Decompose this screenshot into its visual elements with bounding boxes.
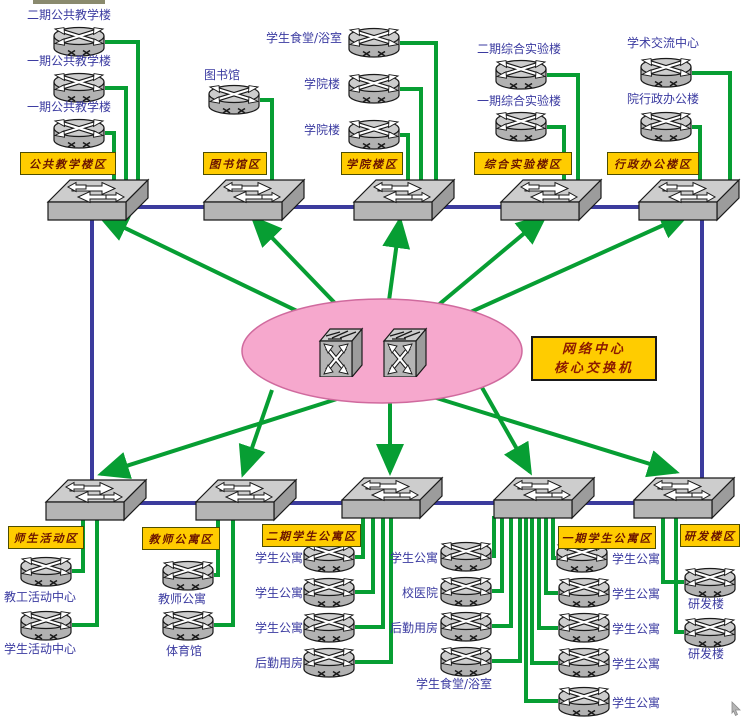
zone-label-public-teaching: 公共教学楼区: [20, 152, 116, 175]
zone-switch-teacher-apartment-icon: [190, 476, 300, 522]
router-icon: [53, 118, 105, 150]
building-label: 学生公寓: [254, 586, 303, 600]
router-icon: [303, 612, 355, 644]
router-icon: [558, 577, 610, 609]
zone-label-student-apartment-1: 一期学生公寓区: [558, 526, 656, 549]
zone-label-college: 学院楼区: [341, 152, 403, 175]
router-icon: [440, 646, 492, 678]
zone-switch-rnd-icon: [628, 474, 738, 520]
building-label: 学生公寓: [612, 696, 661, 710]
router-icon: [684, 617, 736, 649]
building-label: 院行政办公楼: [627, 92, 700, 106]
building-label: 学生食堂/浴室: [416, 677, 493, 691]
zone-switch-library-icon: [198, 176, 308, 222]
zone-label-student-apartment-2: 二期学生公寓区: [262, 524, 361, 547]
router-icon: [348, 73, 400, 105]
zone-label-library: 图书馆区: [203, 152, 267, 175]
building-label: 研发楼: [688, 597, 725, 611]
router-icon: [640, 111, 692, 143]
router-icon: [303, 577, 355, 609]
router-icon: [440, 541, 492, 573]
router-icon: [440, 611, 492, 643]
building-label: 教工活动中心: [4, 590, 77, 604]
zone-switch-lab-icon: [495, 176, 605, 222]
router-icon: [162, 560, 214, 592]
zone-switch-admin-icon: [633, 176, 743, 222]
building-label: 学生公寓: [254, 551, 303, 565]
router-icon: [558, 686, 610, 718]
router-icon: [495, 59, 547, 91]
zone-label-admin: 行政办公楼区: [607, 152, 699, 175]
cursor-artifact: [731, 701, 741, 717]
router-icon: [684, 567, 736, 599]
router-icon: [348, 119, 400, 151]
router-icon: [20, 556, 72, 588]
zone-label-teacher-apartment: 教师公寓区: [142, 527, 220, 550]
router-icon: [440, 576, 492, 608]
zone-label-rnd: 研发楼区: [680, 524, 740, 547]
router-icon: [640, 57, 692, 89]
building-label: 后勤用房: [390, 621, 439, 635]
router-icon: [495, 111, 547, 143]
core-switch-subtitle: 核心交换机: [553, 361, 634, 376]
cropped-artifact: [33, 0, 105, 4]
router-icon: [348, 27, 400, 59]
zone-switch-student-apartment-1-icon: [488, 474, 598, 520]
building-label: 一期综合实验楼: [477, 94, 562, 108]
building-label: 学生活动中心: [4, 642, 77, 656]
router-icon: [303, 647, 355, 679]
building-label: 学院楼: [304, 77, 341, 91]
building-label: 图书馆: [204, 68, 241, 82]
building-label: 学术交流中心: [627, 36, 700, 50]
building-label: 学生食堂/浴室: [266, 31, 343, 45]
router-icon: [162, 610, 214, 642]
building-label: 一期公共教学楼: [27, 54, 112, 68]
building-label: 校医院: [401, 586, 438, 600]
core-switch-title: 网络中心: [561, 342, 626, 357]
router-icon: [20, 610, 72, 642]
core-switch-label: 网络中心 核心交换机: [531, 336, 657, 381]
building-label: 学生公寓: [612, 587, 661, 601]
building-label: 学生公寓: [612, 552, 661, 566]
building-label: 后勤用房: [254, 656, 303, 670]
router-icon: [208, 84, 260, 116]
network-center-ellipse: [241, 298, 523, 404]
building-label: 学生公寓: [612, 657, 661, 671]
building-label: 一期公共教学楼: [27, 100, 112, 114]
building-label: 研发楼: [688, 647, 725, 661]
core-switch-icon: [382, 327, 428, 377]
core-switch-icon: [318, 327, 364, 377]
building-label: 二期综合实验楼: [477, 42, 562, 56]
access-green-links: [72, 40, 732, 703]
zone-switch-college-icon: [348, 176, 458, 222]
zone-switch-activity-icon: [40, 476, 150, 522]
building-label: 学生公寓: [612, 622, 661, 636]
router-icon: [558, 612, 610, 644]
router-icon: [558, 647, 610, 679]
zone-switch-student-apartment-2-icon: [336, 474, 446, 520]
building-label: 体育馆: [166, 644, 203, 658]
building-label: 教师公寓: [158, 592, 207, 606]
building-label: 学院楼: [304, 123, 341, 137]
building-label: 二期公共教学楼: [27, 8, 112, 22]
zone-label-lab: 综合实验楼区: [474, 152, 572, 175]
zone-label-activity: 师生活动区: [8, 526, 84, 549]
zone-switch-public-teaching-icon: [42, 176, 152, 222]
building-label: 学生公寓: [254, 621, 303, 635]
building-label: 学生公寓: [390, 551, 439, 565]
